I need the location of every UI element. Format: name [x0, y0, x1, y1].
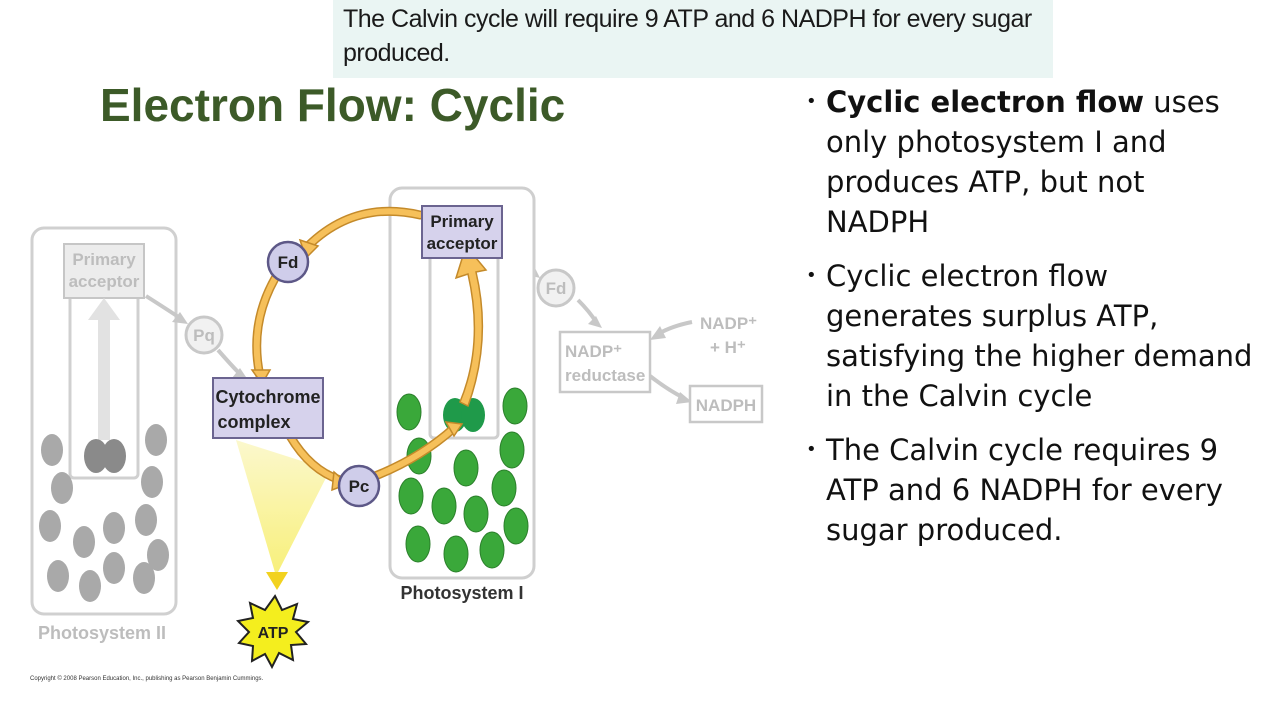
fd-carrier [266, 240, 310, 284]
ps1-p700-icon [461, 398, 485, 432]
ps2-pigments [39, 424, 169, 602]
atp-label: ATP [258, 625, 289, 642]
photosystem-1-label: Photosystem I [400, 583, 523, 603]
fd-noncyclic-carrier [536, 268, 576, 308]
ps2-primary-acceptor-box [63, 243, 145, 299]
ps2-excitation-arrow-icon [88, 298, 120, 440]
bullet-bold-text: Cyclic electron flow [826, 85, 1145, 119]
cytochrome-label-2: complex [217, 412, 290, 432]
cytochrome-complex-box [212, 377, 324, 439]
pq-carrier [184, 315, 224, 355]
ps2-primary-acceptor-label: Primary [72, 250, 136, 269]
pc-carrier [337, 464, 381, 508]
bullet-dot-icon: • [806, 439, 817, 460]
nadph-box [688, 384, 764, 424]
photosystem-2: Primary acceptor Photosystem II [30, 226, 178, 643]
nadp-plus-label: NADP⁺ [700, 314, 757, 333]
ps1-pigments [396, 387, 529, 573]
cytochrome-label: Cytochrome [215, 387, 320, 407]
bullet-item: • Cyclic electron flow generates surplus… [806, 256, 1256, 416]
copyright-text: Copyright © 2008 Pearson Education, Inc.… [30, 675, 264, 682]
calvin-cycle-note: The Calvin cycle will require 9 ATP and … [333, 0, 1053, 78]
fd-noncyclic-label: Fd [546, 279, 567, 298]
ps2-primary-acceptor-label-2: acceptor [69, 272, 140, 291]
bullet-text: The Calvin cycle requires 9 ATP and 6 NA… [826, 433, 1223, 547]
bullet-item: • The Calvin cycle requires 9 ATP and 6 … [806, 430, 1256, 550]
photosystem-2-label: Photosystem II [38, 623, 166, 643]
fd-label: Fd [278, 253, 299, 272]
bullet-list: • Cyclic electron flow uses only photosy… [806, 82, 1256, 564]
slide-title: Electron Flow: Cyclic [100, 79, 566, 131]
photosystem-1: Photosystem I [388, 186, 536, 603]
ps1-primary-acceptor-label-2: acceptor [427, 234, 498, 253]
pq-label: Pq [193, 326, 215, 345]
h-plus-label: + H⁺ [710, 338, 746, 357]
note-text: The Calvin cycle will require 9 ATP and … [343, 5, 1032, 67]
pc-label: Pc [349, 477, 370, 496]
nadp-reductase-box [558, 330, 652, 394]
ps1-primary-acceptor-box [421, 205, 503, 259]
ps1-primary-acceptor-label: Primary [430, 212, 494, 231]
bullet-text: uses only photosystem I and produces ATP… [826, 85, 1220, 239]
bullet-text: Cyclic electron flow generates surplus A… [826, 259, 1253, 413]
cyclic-electron-flow-diagram: Primary acceptor Photosystem II [30, 186, 764, 682]
nadp-reductase-label: NADP⁺ [565, 342, 622, 361]
atp-burst-icon [235, 594, 311, 670]
ps2-p680-icon [102, 439, 126, 473]
ps2-p680-icon [84, 439, 108, 473]
nadph-label: NADPH [696, 396, 756, 415]
atp-arrowhead-icon [266, 572, 288, 590]
bullet-item: • Cyclic electron flow uses only photosy… [806, 82, 1256, 242]
bullet-dot-icon: • [806, 265, 817, 286]
nadp-reductase-label-2: reductase [565, 366, 645, 385]
atp-glow [236, 440, 330, 576]
bullet-dot-icon: • [806, 91, 817, 112]
